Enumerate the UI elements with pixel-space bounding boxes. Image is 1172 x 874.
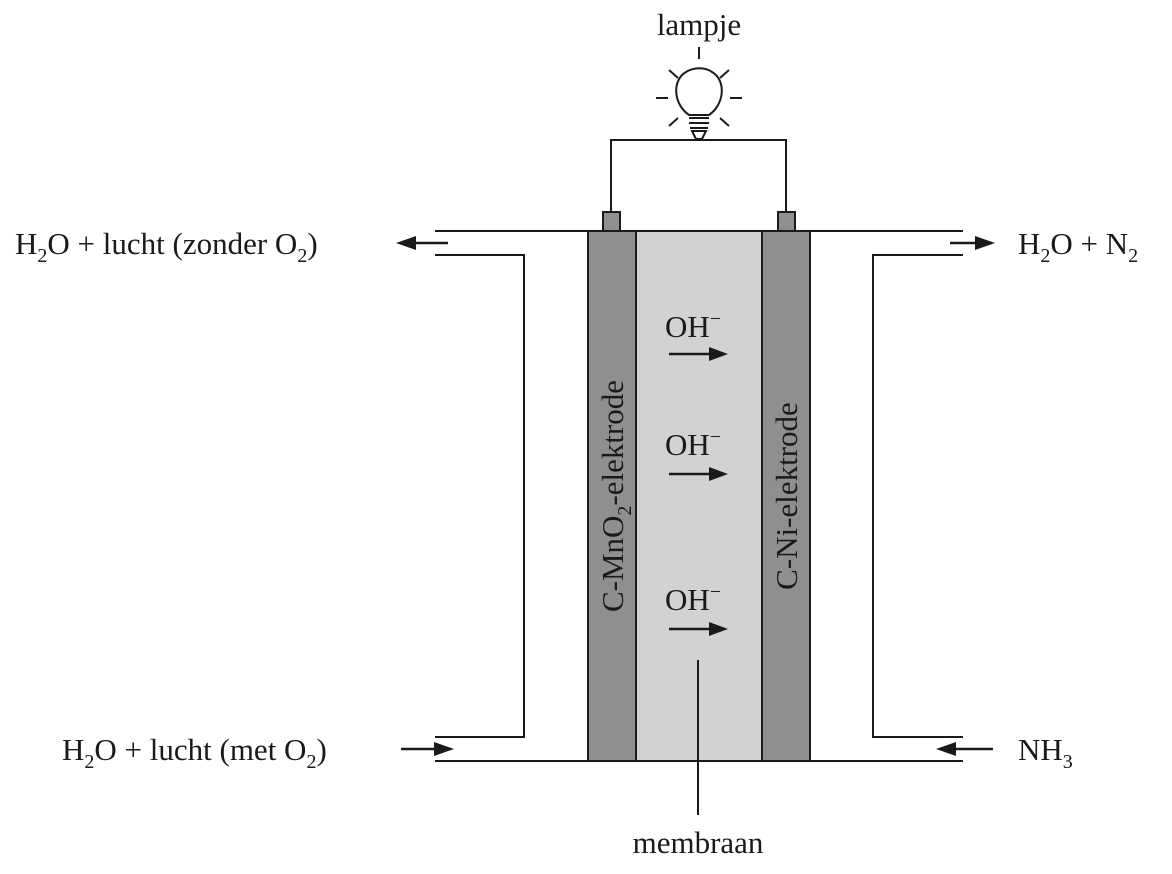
outlet-label-right: H2O + N2 [1018, 226, 1138, 267]
lightbulb-icon [675, 67, 723, 140]
right-electrode-label: C-Ni-elektrode [769, 402, 804, 590]
membrane-label: membraan [633, 825, 764, 860]
ion-label: OH− [665, 308, 721, 344]
ion-label: OH− [665, 426, 721, 462]
left-electrode [587, 230, 637, 762]
ion-group-2: OH− [665, 426, 728, 481]
inlet-label-right: NH3 [1018, 732, 1073, 773]
arrow-in-left [401, 742, 454, 756]
lamp-label: lampje [657, 7, 741, 42]
left-channel-inner [435, 254, 525, 738]
ion-label: OH− [665, 581, 721, 617]
circuit-wire [610, 139, 787, 212]
ion-group-3: OH− [665, 581, 728, 636]
ion-group-1: OH− [665, 308, 728, 361]
outlet-label-left: H2O + lucht (zonder O2) [15, 226, 318, 267]
left-terminal [602, 211, 621, 232]
arrow-in-right [936, 742, 993, 756]
inlet-label-left: H2O + lucht (met O2) [62, 732, 327, 773]
left-electrode-label: C-MnO2-elektrode [595, 380, 636, 612]
arrow-out-left [396, 236, 448, 250]
light-rays [656, 47, 742, 127]
right-terminal [777, 211, 796, 232]
arrow-out-right [950, 236, 995, 250]
right-channel-inner [872, 254, 963, 738]
